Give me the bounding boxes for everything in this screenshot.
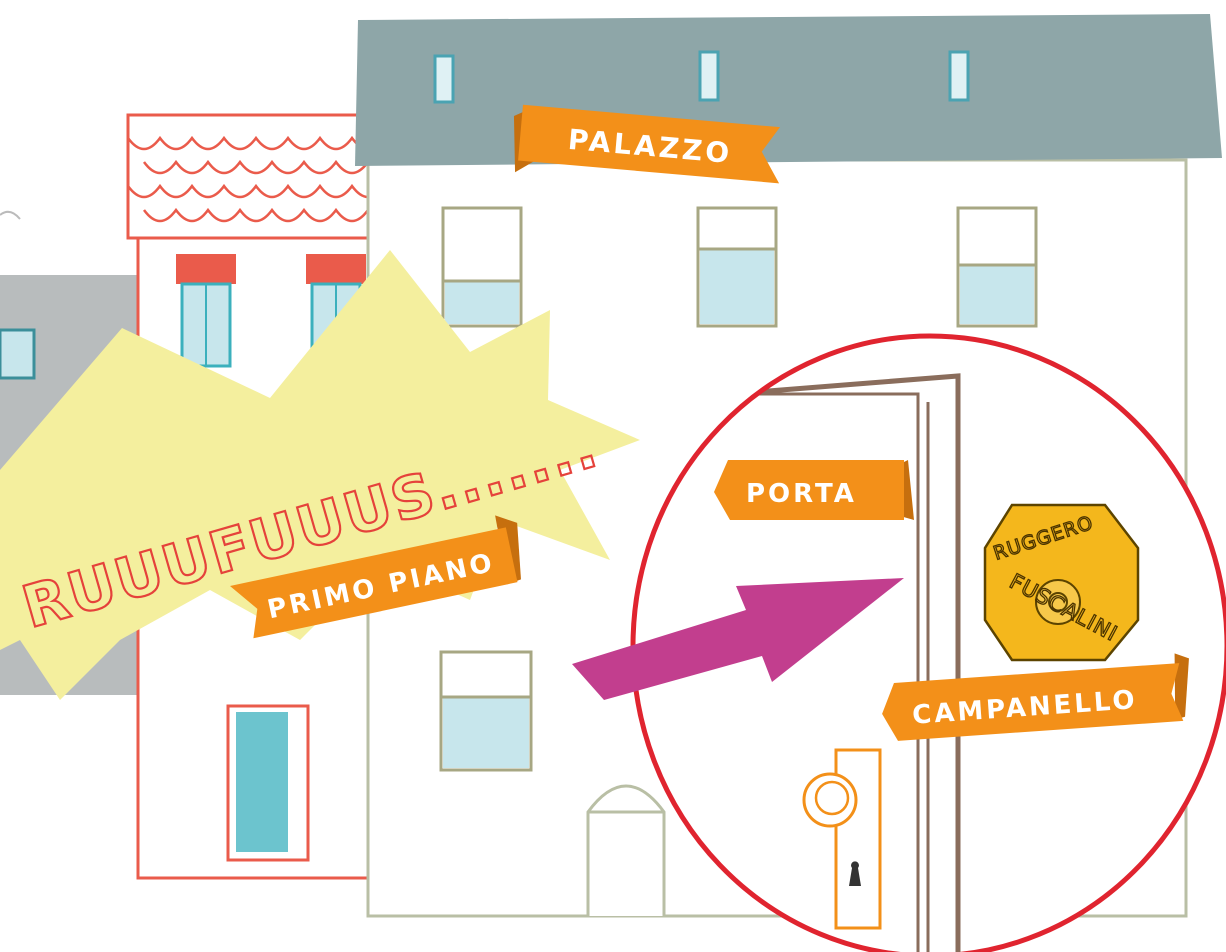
label-porta: PORTA — [714, 460, 914, 520]
window — [441, 652, 531, 770]
label-porta-text: PORTA — [746, 479, 857, 509]
window — [958, 208, 1036, 326]
palazzo-roof — [355, 14, 1222, 166]
scaled-roof — [128, 115, 384, 238]
window — [698, 208, 776, 326]
window — [443, 208, 521, 326]
